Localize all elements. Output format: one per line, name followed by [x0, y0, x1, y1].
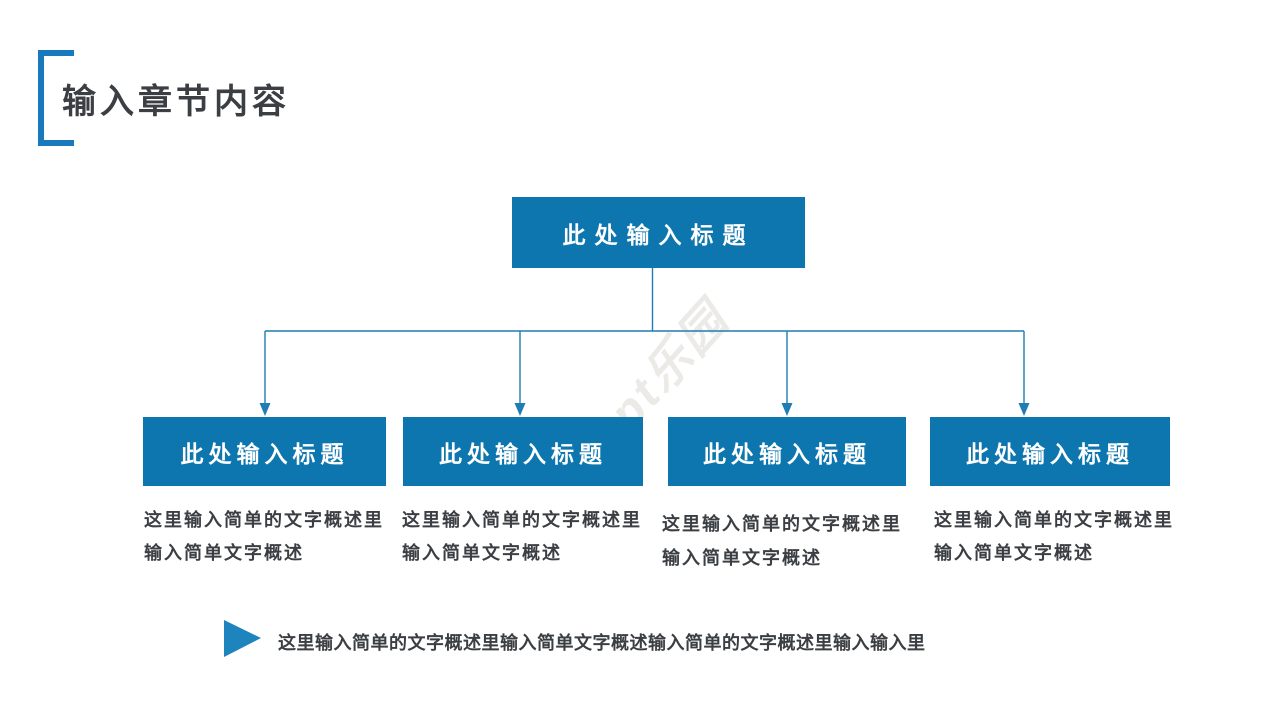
node-4-desc-line-2[interactable]: 输入简单文字概述	[934, 543, 1094, 563]
node-2-desc-line-2[interactable]: 输入简单文字概述	[402, 543, 562, 563]
child-node-box-4[interactable]: 此处输入标题	[930, 417, 1170, 486]
root-node-title: 此处输入标题	[562, 221, 755, 248]
child-node-box-1[interactable]: 此处输入标题	[143, 417, 386, 486]
child-node-title: 此处输入标题	[966, 440, 1134, 467]
footer-summary-text[interactable]: 这里输入简单的文字概述里输入简单文字概述输入简单的文字概述里输入输入里	[278, 633, 926, 653]
child-node-box-3[interactable]: 此处输入标题	[668, 417, 906, 486]
root-node-box[interactable]: 此处输入标题	[512, 197, 805, 268]
child-node-title: 此处输入标题	[180, 440, 349, 467]
child-node-title: 此处输入标题	[439, 440, 607, 467]
node-1-desc-line-2[interactable]: 输入简单文字概述	[144, 543, 304, 563]
bracket-icon	[38, 50, 74, 146]
node-3-desc-line-2[interactable]: 输入简单文字概述	[662, 548, 822, 568]
node-1-desc-line-1[interactable]: 这里输入简单的文字概述里	[144, 510, 384, 530]
node-3-desc-line-1[interactable]: 这里输入简单的文字概述里	[662, 514, 902, 534]
child-node-title: 此处输入标题	[703, 440, 871, 467]
node-4-desc-line-1[interactable]: 这里输入简单的文字概述里	[934, 510, 1174, 530]
play-triangle-icon	[224, 620, 261, 657]
page-title[interactable]: 输入章节内容	[62, 83, 290, 121]
child-node-box-2[interactable]: 此处输入标题	[403, 417, 643, 486]
node-2-desc-line-1[interactable]: 这里输入简单的文字概述里	[402, 510, 642, 530]
